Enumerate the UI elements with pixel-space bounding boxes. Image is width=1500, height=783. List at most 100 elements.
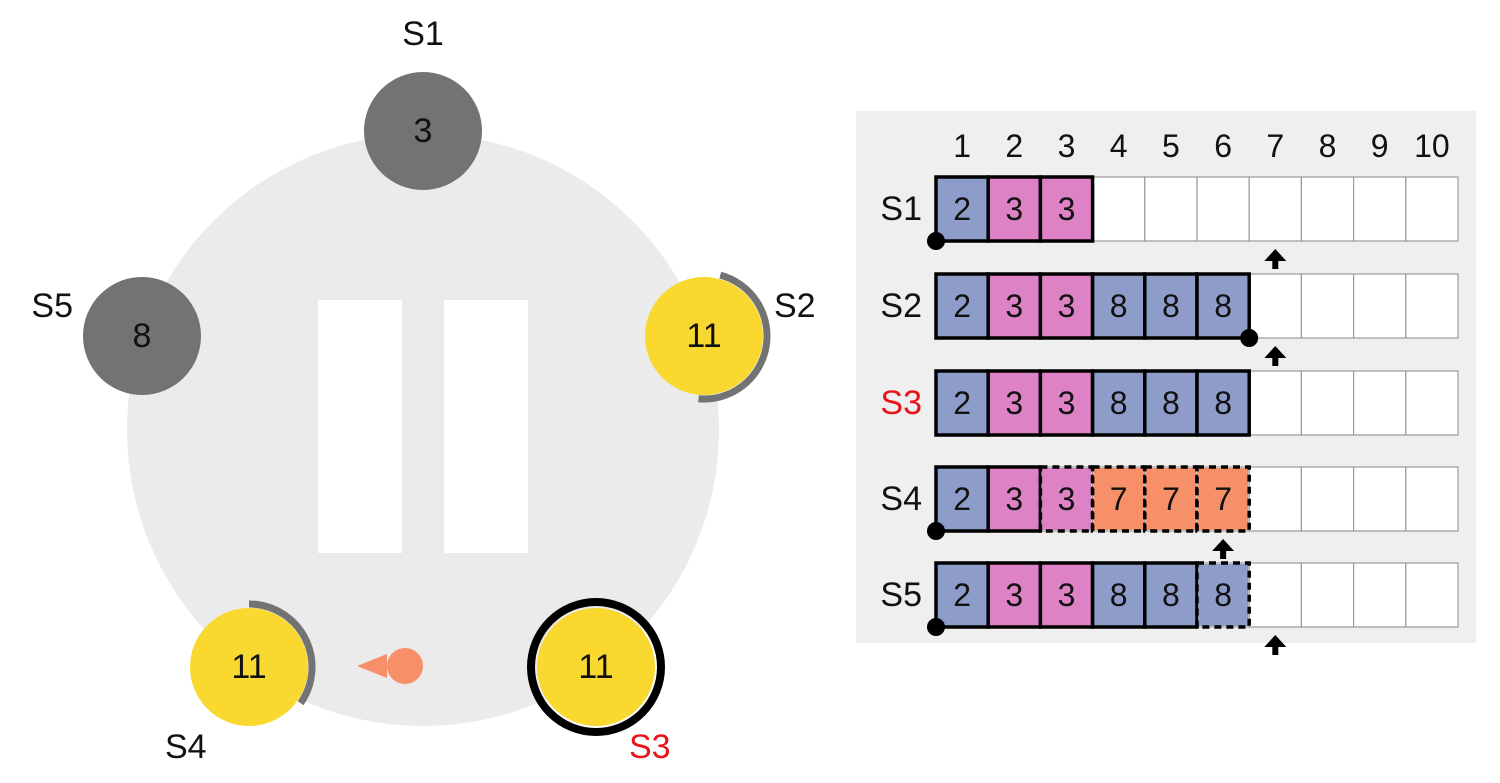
- log-slot: [1248, 273, 1302, 339]
- log-slot: [1352, 176, 1407, 242]
- commit-index-marker: [927, 522, 945, 540]
- log-entry-term: 2: [953, 481, 971, 517]
- log-entry-term: 8: [1162, 577, 1180, 613]
- message-dot: [387, 648, 423, 684]
- log-index-header: 1: [953, 128, 971, 164]
- log-slot: [1352, 466, 1407, 532]
- commit-index-marker: [927, 618, 945, 636]
- log-entry: [1041, 564, 1092, 626]
- log-slot: [1300, 370, 1355, 436]
- log-entry: [989, 178, 1040, 240]
- next-index-arrow-stem: [1272, 260, 1279, 269]
- server-term: 11: [231, 648, 266, 686]
- log-entry: [1198, 372, 1249, 434]
- server-label: S5: [31, 287, 73, 325]
- log-slot: [1248, 466, 1302, 532]
- leader-ring: [527, 598, 665, 736]
- log-index-header: 6: [1214, 128, 1232, 164]
- log-entry: [989, 275, 1040, 337]
- log-row-label: S2: [880, 287, 922, 325]
- log-entry: [989, 468, 1040, 530]
- server-s5[interactable]: 8 S5: [31, 277, 201, 395]
- log-entry-term: 8: [1110, 577, 1128, 613]
- log-entry: [1093, 564, 1144, 626]
- log-entry-term: 3: [1058, 288, 1076, 324]
- pause-icon[interactable]: [318, 300, 528, 553]
- server-term: 11: [578, 648, 613, 686]
- log-entry-term: 7: [1214, 481, 1232, 517]
- log-entry: [1145, 372, 1196, 434]
- log-slot: [1248, 562, 1302, 628]
- message-dot-icon[interactable]: [357, 648, 423, 684]
- log-slot: [1144, 176, 1198, 242]
- log-index-header: 3: [1058, 128, 1076, 164]
- log-slot: [1300, 466, 1355, 532]
- log-entry-border: [1195, 272, 1251, 340]
- log-entry-border: [1143, 465, 1199, 533]
- log-slot: [1405, 273, 1459, 339]
- log-entry-term: 8: [1162, 385, 1180, 421]
- log-entry-border: [1038, 465, 1095, 533]
- log-slot: [1300, 176, 1355, 242]
- log-slot: [1300, 273, 1355, 339]
- commit-index-marker: [927, 232, 945, 250]
- election-timer-arc: [248, 600, 316, 706]
- log-slot: [1405, 562, 1459, 628]
- message-arrow: [357, 654, 387, 678]
- log-entry-term: 3: [1058, 191, 1076, 227]
- log-entry-term: 8: [1110, 288, 1128, 324]
- server-term: 11: [686, 317, 721, 355]
- server-term: 3: [414, 112, 433, 150]
- log-entry-term: 3: [1005, 288, 1023, 324]
- log-entry-term: 2: [953, 385, 971, 421]
- log-row-label: S3: [880, 384, 922, 422]
- log-entry-term: 3: [1058, 577, 1076, 613]
- log-entry-border: [1090, 465, 1147, 533]
- log-entry-term: 2: [953, 577, 971, 613]
- next-index-arrow-icon: [1264, 346, 1287, 358]
- log-entry: [989, 564, 1040, 626]
- server-s1-node: [364, 72, 482, 190]
- log-entry: [1041, 468, 1092, 530]
- log-entry: [1041, 372, 1092, 434]
- next-index-arrow-stem: [1272, 357, 1279, 366]
- server-label: S4: [165, 728, 207, 766]
- log-entry-term: 8: [1162, 288, 1180, 324]
- log-index-header: 8: [1319, 128, 1337, 164]
- server-term: 8: [133, 317, 152, 355]
- server-label: S3: [629, 728, 671, 766]
- log-row-label: S4: [880, 480, 922, 518]
- log-entry: [937, 178, 988, 240]
- server-s5-node: [83, 277, 201, 395]
- log-slot: [1091, 176, 1146, 242]
- cluster-ring: [127, 134, 719, 726]
- commit-index-marker: [1240, 329, 1259, 347]
- log-index-header: 4: [1110, 128, 1128, 164]
- next-index-arrow-stem: [1272, 646, 1279, 655]
- next-index-arrow-icon: [1264, 635, 1287, 647]
- log-slot: [1405, 370, 1459, 436]
- log-entry-term: 3: [1058, 385, 1076, 421]
- log-entry-term: 8: [1110, 385, 1128, 421]
- log-entry: [989, 372, 1040, 434]
- log-entry: [1093, 468, 1144, 530]
- log-entry-term: 8: [1214, 385, 1232, 421]
- log-entry: [937, 275, 988, 337]
- log-entry: [937, 564, 988, 626]
- log-entry-border: [1195, 561, 1251, 629]
- server-s1[interactable]: 3S1: [364, 15, 482, 190]
- log-row-label: S1: [880, 190, 922, 228]
